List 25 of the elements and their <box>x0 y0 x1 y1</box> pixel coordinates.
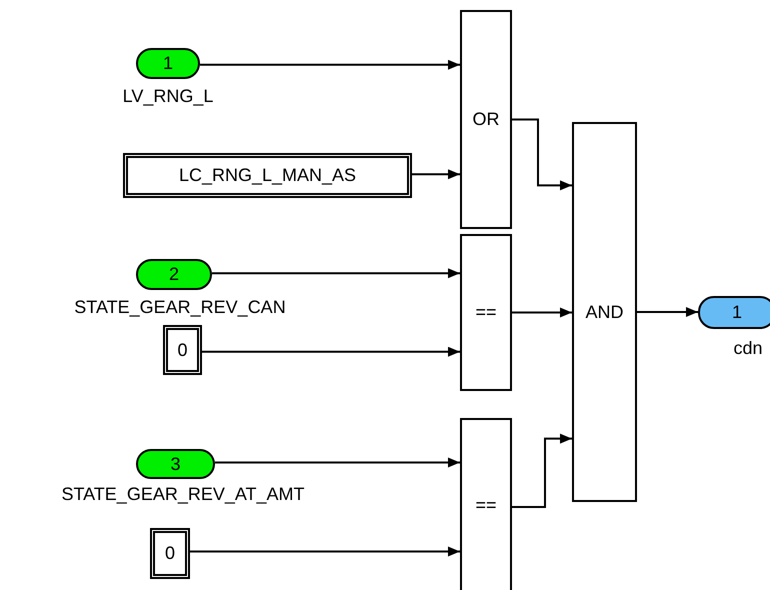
arrow <box>512 308 572 318</box>
port-name: STATE_GEAR_REV_CAN <box>74 297 286 318</box>
arrow <box>190 546 460 556</box>
arrow <box>215 458 460 468</box>
port-name: LV_RNG_L <box>122 86 214 107</box>
arrow <box>512 118 572 190</box>
logic-block: == <box>460 234 512 391</box>
logic-block: OR <box>460 10 512 229</box>
outport-pill: 1 <box>698 296 770 329</box>
arrow <box>512 434 572 508</box>
inport-pill: 3 <box>136 449 215 479</box>
arrow <box>200 60 460 70</box>
logic-block: AND <box>572 122 637 502</box>
port-name: STATE_GEAR_REV_AT_AMT <box>61 484 305 505</box>
port-name: cdn <box>733 338 763 359</box>
constant-block: 0 <box>163 325 202 375</box>
constant-block: 0 <box>150 528 190 579</box>
arrow <box>412 169 460 180</box>
logic-block: == <box>460 418 512 590</box>
arrow <box>202 346 460 357</box>
arrow <box>212 268 460 278</box>
inport-pill: 2 <box>136 259 212 290</box>
arrow <box>637 307 698 317</box>
constant-block: LC_RNG_L_MAN_AS <box>123 153 412 198</box>
inport-pill: 1 <box>136 48 200 79</box>
